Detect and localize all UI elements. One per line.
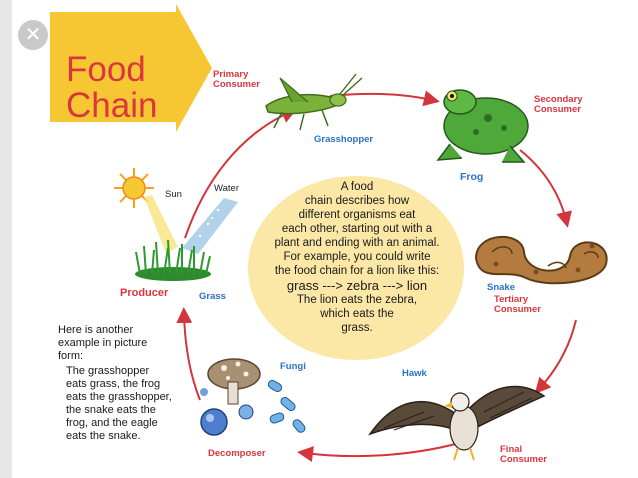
- example-line: form:: [58, 350, 84, 362]
- label-secondary-consumer: Secondary Consumer: [534, 95, 583, 115]
- label-snake: Snake: [487, 282, 515, 293]
- label-line: Consumer: [213, 79, 260, 90]
- center-line: each other, starting out with a: [281, 223, 433, 235]
- arrow-hawk-to-decomposer: [297, 439, 471, 462]
- label-hawk: Hawk: [402, 368, 427, 379]
- snake-icon: [474, 236, 608, 285]
- center-circle: [248, 176, 464, 360]
- frog-icon: [436, 89, 529, 163]
- label-line: Primary: [213, 69, 249, 80]
- title-line-2: Chain: [66, 86, 158, 125]
- label-line: Consumer: [494, 304, 541, 315]
- close-icon: ✕: [24, 24, 42, 46]
- sun-icon: [114, 168, 154, 208]
- center-line: The lion eats the zebra,: [296, 294, 418, 306]
- arrow-frog-to-snake: [519, 149, 572, 228]
- center-line: chain describes how: [304, 195, 410, 207]
- label-decomposer: Decomposer: [208, 448, 266, 459]
- label-tertiary-consumer: Tertiary Consumer: [494, 295, 541, 315]
- arrow-decomposer-to-grass: [176, 307, 201, 401]
- label-grasshopper: Grasshopper: [314, 134, 374, 145]
- label-line: Tertiary: [494, 294, 529, 305]
- picture-example-text: Here is another example in picture form:…: [58, 324, 196, 443]
- center-line: For example, you could write: [283, 251, 431, 263]
- example-chain: grass ---> zebra ---> lion: [286, 278, 428, 293]
- example-line: the snake eats the: [66, 404, 156, 416]
- example-line: frog, and the eagle: [66, 417, 158, 429]
- label-water: Water: [214, 183, 239, 194]
- example-body: The grasshopper eats grass, the frog eat…: [58, 365, 196, 443]
- label-final-consumer: Final Consumer: [500, 445, 547, 465]
- center-line: A food: [340, 181, 374, 193]
- label-line: Consumer: [500, 454, 547, 465]
- grass-icon: [135, 239, 211, 281]
- center-line: plant and ending with an animal.: [274, 237, 440, 249]
- example-line: eats the grasshopper,: [66, 391, 172, 403]
- water-stream: [182, 198, 238, 254]
- hawk-icon: [368, 385, 546, 461]
- close-button[interactable]: ✕: [18, 20, 48, 50]
- label-grass: Grass: [199, 291, 226, 302]
- title-arrow-shape: [50, 4, 212, 132]
- example-line: example in picture: [58, 337, 148, 349]
- example-intro: Here is another example in picture form:: [58, 324, 196, 363]
- center-line: grass.: [341, 322, 373, 334]
- center-description: A food chain describes how different org…: [262, 180, 452, 335]
- center-line: which eats the: [320, 308, 394, 320]
- center-line: the food chain for a lion like this:: [274, 265, 440, 277]
- label-sun: Sun: [165, 189, 182, 200]
- label-line: Consumer: [534, 104, 581, 115]
- example-line: The grasshopper: [66, 365, 150, 377]
- label-fungi: Fungi: [280, 361, 306, 372]
- sunlight-beam: [144, 195, 178, 253]
- label-line: Secondary: [534, 94, 583, 105]
- page-title: Food Chain: [66, 52, 157, 124]
- label-line: Final: [500, 444, 523, 455]
- grasshopper-icon: [265, 73, 363, 131]
- label-frog: Frog: [460, 171, 484, 183]
- side-bar: [0, 0, 12, 478]
- label-primary-consumer: Primary Consumer: [213, 70, 260, 90]
- example-line: eats grass, the frog: [66, 378, 161, 390]
- example-line: eats the snake.: [66, 430, 141, 442]
- title-line-1: Food: [66, 50, 146, 89]
- label-producer: Producer: [120, 287, 169, 299]
- example-line: Here is another: [58, 324, 134, 336]
- arrow-snake-to-hawk: [534, 319, 577, 394]
- arrow-grass-to-grasshopper: [184, 108, 298, 239]
- fungi-icon: [200, 358, 306, 436]
- center-line: different organisms eat: [298, 209, 416, 221]
